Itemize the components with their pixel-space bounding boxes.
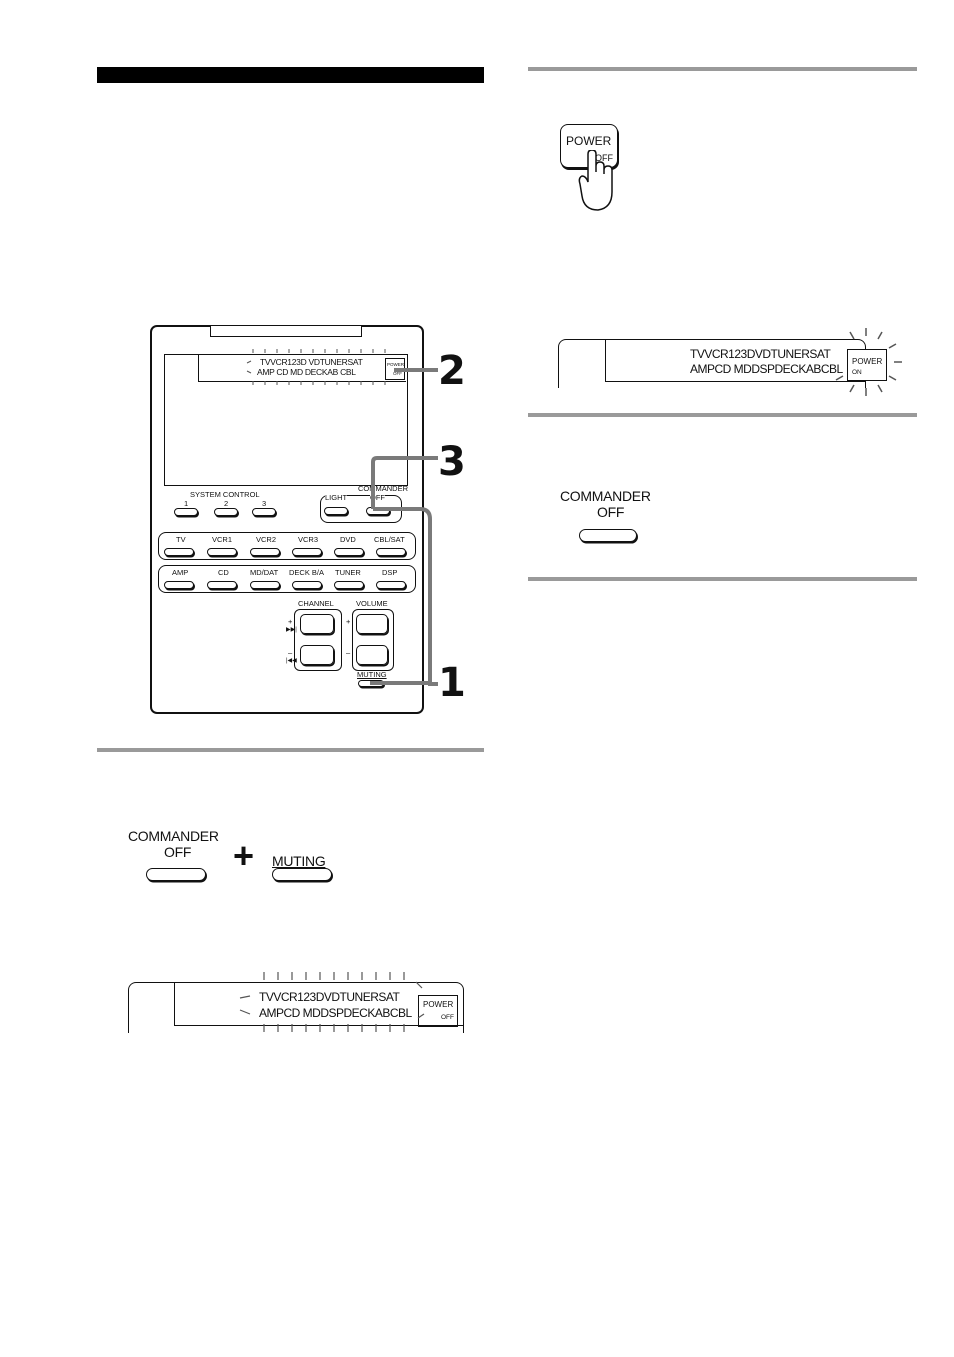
volume-up-button[interactable] [356,614,388,634]
lcd-bottom-power-label: POWER [423,1000,454,1009]
lcd-bottom-off-label: OFF [441,1014,454,1021]
lcd-bottom-panel [174,983,463,1026]
lcd-bottom-line1: TVVCR123DVDTUNERSAT [259,990,400,1004]
right-step2-rule [528,413,917,417]
channel-next-icon: ▶▶| [286,627,297,633]
commander-off-label: OFF [370,493,385,502]
left-muting-button[interactable] [272,868,332,881]
source-mddat-label: MD/DAT [250,568,279,577]
system-control-number-3: 3 [262,499,267,508]
source-amp-button[interactable] [164,581,194,589]
light-button[interactable] [324,507,348,515]
channel-up-button[interactable] [300,614,334,634]
left-step-rule [97,748,484,752]
muting-label: MUTING [357,670,387,679]
lcd-right-line2: AMPCD MDDSPDECKABCBL [690,362,843,376]
left-commander-label: COMMANDER [128,828,219,844]
source-amp-label: AMP [172,568,189,577]
source-vcr1-label: VCR1 [212,535,233,544]
remote-lcd-screen: TVVCR123D VDTUNERSAT AMP CD MD DECKAB CB… [164,349,408,486]
system-control-button-3[interactable] [252,508,276,516]
lcd-right-blink-marks [835,328,902,396]
source-tuner-label: TUNER [335,568,361,577]
source-vcr1-button[interactable] [207,548,237,556]
power-button-label: POWER [566,134,612,148]
volume-plus-sign: + [346,617,351,626]
source-dsp-label: DSP [382,568,398,577]
source-dvd-label: DVD [340,535,356,544]
callout-number-1: 1 [438,660,466,706]
volume-group [352,609,394,671]
source-vcr2-label: VCR2 [256,535,277,544]
lcd-bottom-power-box: POWER OFF [418,995,458,1027]
lcd-right-line1: TVVCR123DVDTUNERSAT [690,347,831,361]
source-vcr3-button[interactable] [292,548,322,556]
lcd-right-on-label: ON [852,369,862,376]
power-button-off-label: OFF [595,153,613,163]
volume-down-button[interactable] [356,645,388,665]
lcd-bottom-blink-marks [239,972,425,1032]
lcd-right-power-box: POWER ON [847,349,887,381]
right-commander-off-button[interactable] [579,529,637,542]
source-dsp-button[interactable] [376,581,406,589]
source-deck-label: DECK B/A [289,568,325,577]
remote-lcd-off-label: OFF [393,371,402,376]
volume-minus-sign: – [346,648,351,657]
system-control-button-2[interactable] [214,508,238,516]
channel-minus-sign: – [288,648,293,657]
system-control-number-1: 1 [184,499,189,508]
source-vcr2-button[interactable] [250,548,280,556]
section-title-bar [97,67,484,83]
pointing-hand-icon [578,150,613,211]
lcd-right: TVVCR123DVDTUNERSAT AMPCD MDDSPDECKABCBL [558,339,866,388]
light-label: LIGHT [325,493,348,502]
remote-lcd-blink-marks [246,349,386,385]
remote-illustration: TVVCR123D VDTUNERSAT AMP CD MD DECKAB CB… [150,325,424,714]
left-muting-label: MUTING [272,853,326,869]
source-cblsat-label: CBL/SAT [374,535,405,544]
source-cblsat-button[interactable] [376,548,406,556]
channel-down-button[interactable] [300,645,334,665]
lcd-right-panel [605,340,865,382]
commander-label: COMMANDER [358,484,408,493]
system-control-label: SYSTEM CONTROL [190,490,260,499]
source-mddat-button[interactable] [250,581,280,589]
channel-prev-icon: |◀◀ [286,658,297,664]
right-commander-label: COMMANDER [560,488,651,504]
source-cd-button[interactable] [207,581,237,589]
lcd-right-power-label: POWER [852,357,883,366]
channel-group [294,609,342,671]
source-tv-label: TV [176,535,186,544]
left-commander-off-button[interactable] [146,868,206,881]
source-deck-button[interactable] [292,581,322,589]
remote-lcd-line2: AMP CD MD DECKAB CBL [257,367,356,377]
source-cd-label: CD [218,568,229,577]
right-step1-rule [528,67,917,71]
channel-plus-sign: + [288,617,293,626]
remote-lcd-line1: TVVCR123D VDTUNERSAT [260,357,363,367]
channel-label: CHANNEL [298,599,334,608]
source-tv-button[interactable] [164,548,194,556]
right-step3-rule [528,577,917,581]
system-control-number-2: 2 [224,499,229,508]
source-dvd-button[interactable] [334,548,364,556]
remote-top-slot [210,326,362,337]
callout-number-2: 2 [438,348,466,394]
right-off-label: OFF [597,504,625,520]
left-plus-sign: + [233,835,255,876]
system-control-button-1[interactable] [174,508,198,516]
source-row-1-group [158,532,416,560]
source-row-2-group [158,565,416,593]
lcd-bottom-line2: AMPCD MDDSPDECKABCBL [259,1006,412,1020]
lcd-bottom: TVVCR123DVDTUNERSAT AMPCD MDDSPDECKABCBL… [128,982,464,1033]
source-vcr3-label: VCR3 [298,535,319,544]
volume-label: VOLUME [356,599,388,608]
left-off-label: OFF [164,844,192,860]
callout-number-3: 3 [438,439,466,485]
source-tuner-button[interactable] [334,581,364,589]
remote-lcd-power-label: POWER [387,362,405,367]
remote-lcd-text-panel [198,355,406,382]
